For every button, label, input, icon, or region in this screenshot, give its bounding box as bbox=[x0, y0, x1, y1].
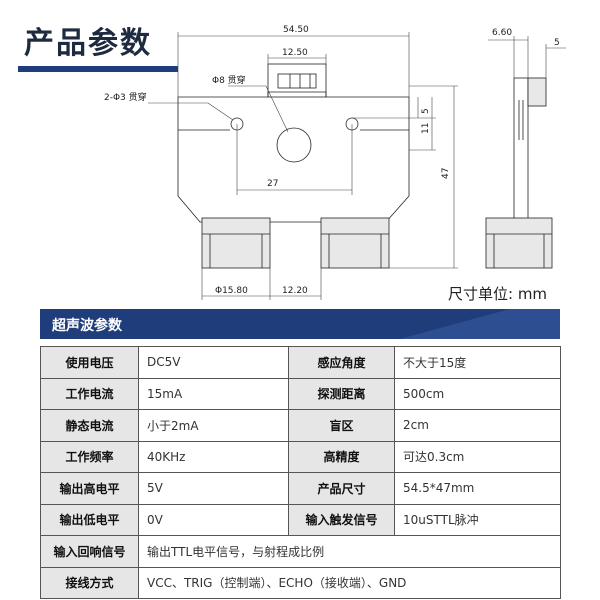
page-header: 产品参数 bbox=[0, 0, 600, 72]
spec-label: 输入触发信号 bbox=[288, 503, 395, 536]
table-row: 使用电压 DC5V 感应角度 不大于15度 bbox=[40, 346, 561, 379]
dim-connector: 12.50 bbox=[282, 48, 308, 58]
spec-value: 54.5*47mm bbox=[394, 472, 561, 505]
table-row: 静态电流 小于2mA 盲区 2cm bbox=[40, 409, 561, 442]
section-header: 超声波参数 bbox=[40, 309, 560, 339]
title-underline bbox=[18, 66, 178, 72]
spec-table: 使用电压 DC5V 感应角度 不大于15度 工作电流 15mA 探测距离 500… bbox=[40, 346, 561, 599]
table-row: 输入回响信号 输出TTL电平信号，与射程成比例 bbox=[40, 535, 561, 568]
spec-value: 40KHz bbox=[138, 440, 289, 473]
dim-offset-5: 5 bbox=[421, 108, 431, 114]
connector-outline bbox=[267, 63, 327, 98]
transducer-left bbox=[201, 217, 271, 269]
spec-value: 0V bbox=[138, 503, 289, 536]
section-title: 超声波参数 bbox=[52, 318, 122, 334]
side-view bbox=[485, 77, 553, 269]
dim-hole-spacing: 27 bbox=[267, 179, 278, 189]
spec-value: 5V bbox=[138, 472, 289, 505]
spec-label: 产品尺寸 bbox=[288, 472, 395, 505]
spec-label: 探测距离 bbox=[288, 377, 395, 410]
spec-value: 10uSTTL脉冲 bbox=[394, 503, 561, 536]
unit-label: 尺寸单位: mm bbox=[448, 285, 548, 303]
spec-label: 感应角度 bbox=[288, 346, 395, 379]
page-title: 产品参数 bbox=[24, 26, 152, 61]
spec-value: 500cm bbox=[394, 377, 561, 410]
spec-label: 接线方式 bbox=[40, 566, 139, 599]
spec-label: 使用电压 bbox=[40, 346, 139, 379]
spec-label: 工作电流 bbox=[40, 377, 139, 410]
spec-label: 工作频率 bbox=[40, 440, 139, 473]
transducer-right bbox=[320, 217, 390, 269]
table-row: 工作频率 40KHz 高精度 可达0.3cm bbox=[40, 440, 561, 473]
spec-label: 输出高电平 bbox=[40, 472, 139, 505]
dim-side-thickness: 6.60 bbox=[492, 28, 512, 38]
spec-value: 不大于15度 bbox=[394, 346, 561, 379]
table-row: 输出高电平 5V 产品尺寸 54.5*47mm bbox=[40, 472, 561, 505]
table-row: 接线方式 VCC、TRIG（控制端）、ECHO（接收端）、GND bbox=[40, 566, 561, 599]
spec-value: 2cm bbox=[394, 409, 561, 442]
dim-center-hole: Φ8 贯穿 bbox=[212, 74, 246, 86]
dimension-drawing: 54.50 12.50 Φ8 贯穿 2-Φ3 贯穿 5 11 47 27 Φ15… bbox=[104, 25, 566, 300]
spec-value: 小于2mA bbox=[138, 409, 289, 442]
spec-value: DC5V bbox=[138, 346, 289, 379]
spec-value: 可达0.3cm bbox=[394, 440, 561, 473]
dimension-drawing-svg: 54.50 12.50 Φ8 贯穿 2-Φ3 贯穿 5 11 47 27 Φ15… bbox=[104, 25, 566, 300]
dim-offset-11: 11 bbox=[421, 123, 431, 134]
section-header-bg bbox=[40, 309, 560, 339]
spec-label: 盲区 bbox=[288, 409, 395, 442]
dim-mount-holes: 2-Φ3 贯穿 bbox=[104, 91, 147, 103]
spec-label: 高精度 bbox=[288, 440, 395, 473]
dim-height: 47 bbox=[441, 168, 451, 179]
spec-value: 输出TTL电平信号，与射程成比例 bbox=[138, 535, 561, 568]
dim-transducer-gap: 12.20 bbox=[282, 286, 308, 296]
table-row: 输出低电平 0V 输入触发信号 10uSTTL脉冲 bbox=[40, 503, 561, 536]
spec-label: 输出低电平 bbox=[40, 503, 139, 536]
spec-value: 15mA bbox=[138, 377, 289, 410]
table-row: 工作电流 15mA 探测距离 500cm bbox=[40, 377, 561, 410]
spec-label: 输入回响信号 bbox=[40, 535, 139, 568]
dim-transducer: Φ15.80 bbox=[215, 286, 248, 296]
spec-label: 静态电流 bbox=[40, 409, 139, 442]
dim-width: 54.50 bbox=[283, 25, 309, 35]
dim-side-pin: 5 bbox=[554, 38, 560, 48]
board-outline bbox=[177, 91, 410, 223]
spec-value: VCC、TRIG（控制端）、ECHO（接收端）、GND bbox=[138, 566, 561, 599]
center-hole bbox=[276, 127, 312, 163]
